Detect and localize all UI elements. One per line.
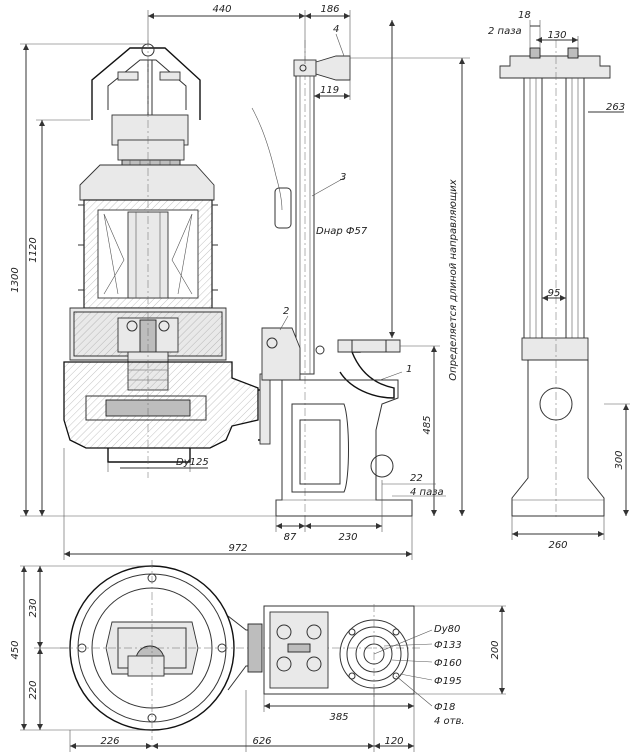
cable bbox=[251, 107, 292, 229]
dim-385: 385 bbox=[329, 712, 348, 723]
dim-pipe-length: Определяется длиной направляющих bbox=[448, 179, 459, 381]
dim-18: 18 bbox=[518, 10, 531, 21]
dim-dy80: Dy80 bbox=[434, 624, 460, 635]
dim-120: 120 bbox=[384, 736, 403, 747]
dim-260: 260 bbox=[548, 540, 567, 551]
dim-626: 626 bbox=[252, 736, 271, 747]
plan-view bbox=[60, 560, 420, 740]
dimension-texts: 440 186 4 119 3 Dнар Ф57 2 1 1300 1120 О… bbox=[10, 4, 625, 747]
dim-4-slots: 4 паза bbox=[410, 487, 444, 498]
dim-119: 119 bbox=[320, 85, 339, 96]
dim-95: 95 bbox=[548, 288, 561, 299]
dim-87: 87 bbox=[284, 532, 297, 543]
dim-2-slots: 2 паза bbox=[488, 26, 522, 37]
dim-972: 972 bbox=[228, 543, 247, 554]
dim-230-plan: 230 bbox=[28, 598, 39, 617]
dim-f195: Ф195 bbox=[434, 676, 462, 687]
dim-130: 130 bbox=[547, 30, 566, 41]
dim-f160: Ф160 bbox=[434, 658, 462, 669]
callout-2: 2 bbox=[283, 306, 289, 317]
dim-263: 263 bbox=[606, 102, 625, 113]
dim-450: 450 bbox=[10, 640, 21, 659]
dim-4-holes: 4 отв. bbox=[434, 716, 465, 727]
dim-186: 186 bbox=[320, 4, 339, 15]
dim-f133: Ф133 bbox=[434, 640, 462, 651]
dim-dy125: Dy125 bbox=[176, 457, 209, 468]
dim-dnar: Dнар Ф57 bbox=[316, 226, 368, 237]
dim-f18: Ф18 bbox=[434, 702, 455, 713]
dim-226: 226 bbox=[100, 736, 119, 747]
dim-1120: 1120 bbox=[28, 237, 39, 262]
dim-220: 220 bbox=[28, 680, 39, 699]
dim-485: 485 bbox=[422, 415, 433, 434]
callout-1: 1 bbox=[406, 364, 412, 375]
pump-front-view bbox=[63, 40, 259, 478]
dim-22: 22 bbox=[410, 473, 423, 484]
dim-1300: 1300 bbox=[10, 267, 21, 292]
guide-pipe bbox=[293, 40, 351, 520]
coupling-base bbox=[261, 327, 413, 517]
callout-4: 4 bbox=[333, 24, 339, 35]
dim-300: 300 bbox=[614, 450, 625, 469]
dim-440: 440 bbox=[212, 4, 231, 15]
dim-230: 230 bbox=[338, 532, 357, 543]
dim-200: 200 bbox=[490, 640, 501, 659]
callout-3: 3 bbox=[340, 172, 346, 183]
discharge-elbow bbox=[258, 373, 271, 445]
dimension-lines bbox=[20, 10, 630, 752]
